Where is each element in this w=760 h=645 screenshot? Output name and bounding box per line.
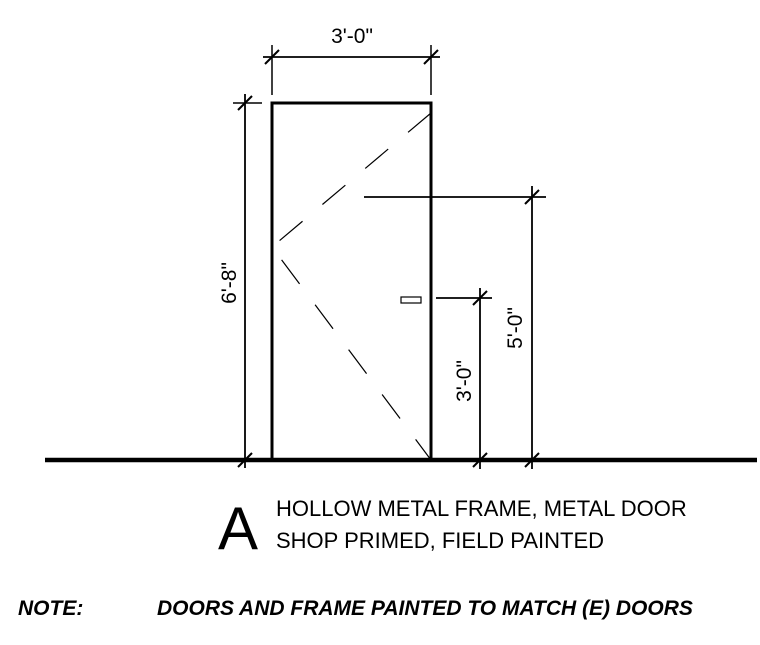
door-type-line-1: HOLLOW METAL FRAME, METAL DOOR (276, 496, 687, 521)
door-type-letter: A (218, 495, 258, 562)
door-outline (270, 101, 433, 460)
door-type-line-2: SHOP PRIMED, FIELD PAINTED (276, 528, 604, 553)
door-swing-indicator (271, 112, 432, 461)
height-dimension-label: 6'-8" (218, 262, 241, 304)
hardware-height-label: 3'-0" (453, 360, 476, 402)
width-dimension-label: 3'-0" (331, 25, 373, 48)
upper-height-dimension (364, 186, 546, 469)
upper-height-label: 5'-0" (504, 307, 527, 349)
door-handle (400, 296, 422, 304)
hardware-height-dimension (436, 288, 492, 469)
height-dimension (233, 94, 262, 468)
note-text: DOORS AND FRAME PAINTED TO MATCH (E) DOO… (157, 597, 693, 620)
note-label: NOTE: (18, 597, 83, 620)
width-dimension (263, 45, 440, 95)
